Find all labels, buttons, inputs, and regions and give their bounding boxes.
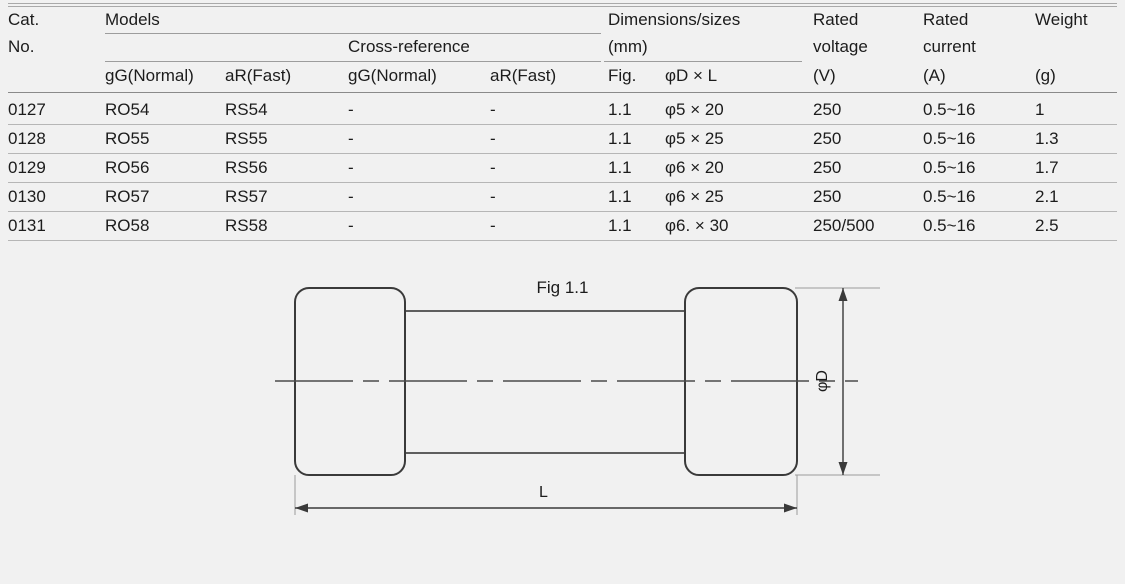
fuse-body-tube: [402, 310, 690, 454]
cell-xref-ar: -: [490, 187, 496, 206]
cell-xref-ar: -: [490, 216, 496, 235]
rule-under-dimensions: [604, 61, 802, 62]
header-models: Models: [105, 10, 160, 29]
header-weight: Weight: [1035, 10, 1088, 29]
header-models-gg: gG(Normal): [105, 66, 194, 85]
header-dimensions-line1: Dimensions/sizes: [608, 10, 741, 29]
table-row[interactable]: 0131 RO58 RS58 - - 1.1 φ6. × 30 250/500 0.5~16 2.…: [0, 212, 1125, 241]
cell-xref-gg: -: [348, 187, 354, 206]
cell-size: φ6 × 20: [665, 158, 724, 177]
cell-cat-no: 0130: [8, 187, 46, 206]
fuse-drawing-svg: [275, 287, 880, 515]
header-cat-no-line2: No.: [8, 37, 35, 56]
cell-weight: 1.7: [1035, 158, 1059, 177]
row-separator: [8, 182, 1117, 183]
table-row[interactable]: 0130 RO57 RS57 - - 1.1 φ6 × 25 250 0.5~16 2.1: [0, 183, 1125, 212]
header-diameter-length: φD × L: [665, 66, 718, 85]
header-dimensions-line2: (mm): [608, 37, 648, 56]
header-cross-reference: Cross-reference: [348, 37, 470, 56]
cell-weight: 1.3: [1035, 129, 1059, 148]
cell-model-gg: RO57: [105, 187, 150, 206]
cell-fig: 1.1: [608, 129, 632, 148]
length-arrow-right: [784, 503, 797, 513]
figure-caption: Fig 1.1: [536, 278, 589, 297]
cell-model-gg: RO56: [105, 158, 150, 177]
row-separator: [8, 240, 1117, 241]
cell-voltage: 250: [813, 158, 842, 177]
cell-current: 0.5~16: [923, 129, 976, 148]
cell-model-ar: RS55: [225, 129, 268, 148]
header-rated-current-line2: current: [923, 37, 976, 56]
cell-cat-no: 0127: [8, 100, 46, 119]
row-separator: [8, 211, 1117, 212]
cell-model-gg: RO58: [105, 216, 150, 235]
cell-weight: 2.1: [1035, 187, 1059, 206]
fuse-dimension-drawing: L φD: [0, 262, 1125, 579]
table-top-rule-outer: [8, 3, 1117, 4]
cell-model-ar: RS58: [225, 216, 268, 235]
cell-model-gg: RO54: [105, 100, 150, 119]
cell-xref-ar: -: [490, 158, 496, 177]
rule-under-cross-reference: [105, 61, 601, 62]
cell-cat-no: 0129: [8, 158, 46, 177]
header-cat-no-line1: Cat.: [8, 10, 40, 29]
cell-fig: 1.1: [608, 216, 632, 235]
cell-fig: 1.1: [608, 187, 632, 206]
cell-size: φ6. × 30: [665, 216, 729, 235]
cell-xref-gg: -: [348, 158, 354, 177]
header-xref-ar: aR(Fast): [490, 66, 557, 85]
diameter-arrow-top: [838, 288, 848, 301]
header-rated-current-line1: Rated: [923, 10, 969, 29]
header-models-ar: aR(Fast): [225, 66, 292, 85]
table-row[interactable]: 0128 RO55 RS55 - - 1.1 φ5 × 25 250 0.5~16 1.3: [0, 125, 1125, 154]
cell-weight: 2.5: [1035, 216, 1059, 235]
cell-voltage: 250/500: [813, 216, 875, 235]
cell-xref-gg: -: [348, 216, 354, 235]
table-row[interactable]: 0129 RO56 RS56 - - 1.1 φ6 × 20 250 0.5~16 1.7: [0, 154, 1125, 183]
header-weight-unit: (g): [1035, 66, 1056, 85]
cell-current: 0.5~16: [923, 158, 976, 177]
cell-xref-ar: -: [490, 129, 496, 148]
cell-cat-no: 0128: [8, 129, 46, 148]
header-rated-voltage-line1: Rated: [813, 10, 859, 29]
length-label: L: [539, 484, 548, 501]
cell-voltage: 250: [813, 129, 842, 148]
cell-weight: 1: [1035, 100, 1045, 119]
row-separator: [8, 124, 1117, 125]
cell-model-gg: RO55: [105, 129, 150, 148]
rule-under-models: [105, 33, 601, 34]
cell-fig: 1.1: [608, 158, 632, 177]
cell-voltage: 250: [813, 100, 842, 119]
cell-size: φ5 × 20: [665, 100, 724, 119]
diameter-arrow-bottom: [838, 462, 848, 475]
header-rated-voltage-unit: (V): [813, 66, 836, 85]
row-separator: [8, 153, 1117, 154]
header-fig: Fig.: [608, 66, 637, 85]
header-xref-gg: gG(Normal): [348, 66, 437, 85]
rule-under-header: [8, 92, 1117, 93]
cell-cat-no: 0131: [8, 216, 46, 235]
cell-model-ar: RS54: [225, 100, 268, 119]
cell-model-ar: RS57: [225, 187, 268, 206]
table-top-rule-inner: [8, 6, 1117, 7]
cell-current: 0.5~16: [923, 216, 976, 235]
cell-xref-gg: -: [348, 129, 354, 148]
cell-fig: 1.1: [608, 100, 632, 119]
cell-size: φ5 × 25: [665, 129, 724, 148]
length-arrow-left: [295, 503, 308, 513]
cell-xref-gg: -: [348, 100, 354, 119]
cell-xref-ar: -: [490, 100, 496, 119]
cell-current: 0.5~16: [923, 187, 976, 206]
cell-current: 0.5~16: [923, 100, 976, 119]
table-row[interactable]: 0127 RO54 RS54 - - 1.1 φ5 × 20 250 0.5~16 1: [0, 96, 1125, 125]
cell-voltage: 250: [813, 187, 842, 206]
header-rated-voltage-line2: voltage: [813, 37, 868, 56]
diameter-label: φD: [814, 370, 831, 392]
header-rated-current-unit: (A): [923, 66, 946, 85]
cell-model-ar: RS56: [225, 158, 268, 177]
cell-size: φ6 × 25: [665, 187, 724, 206]
